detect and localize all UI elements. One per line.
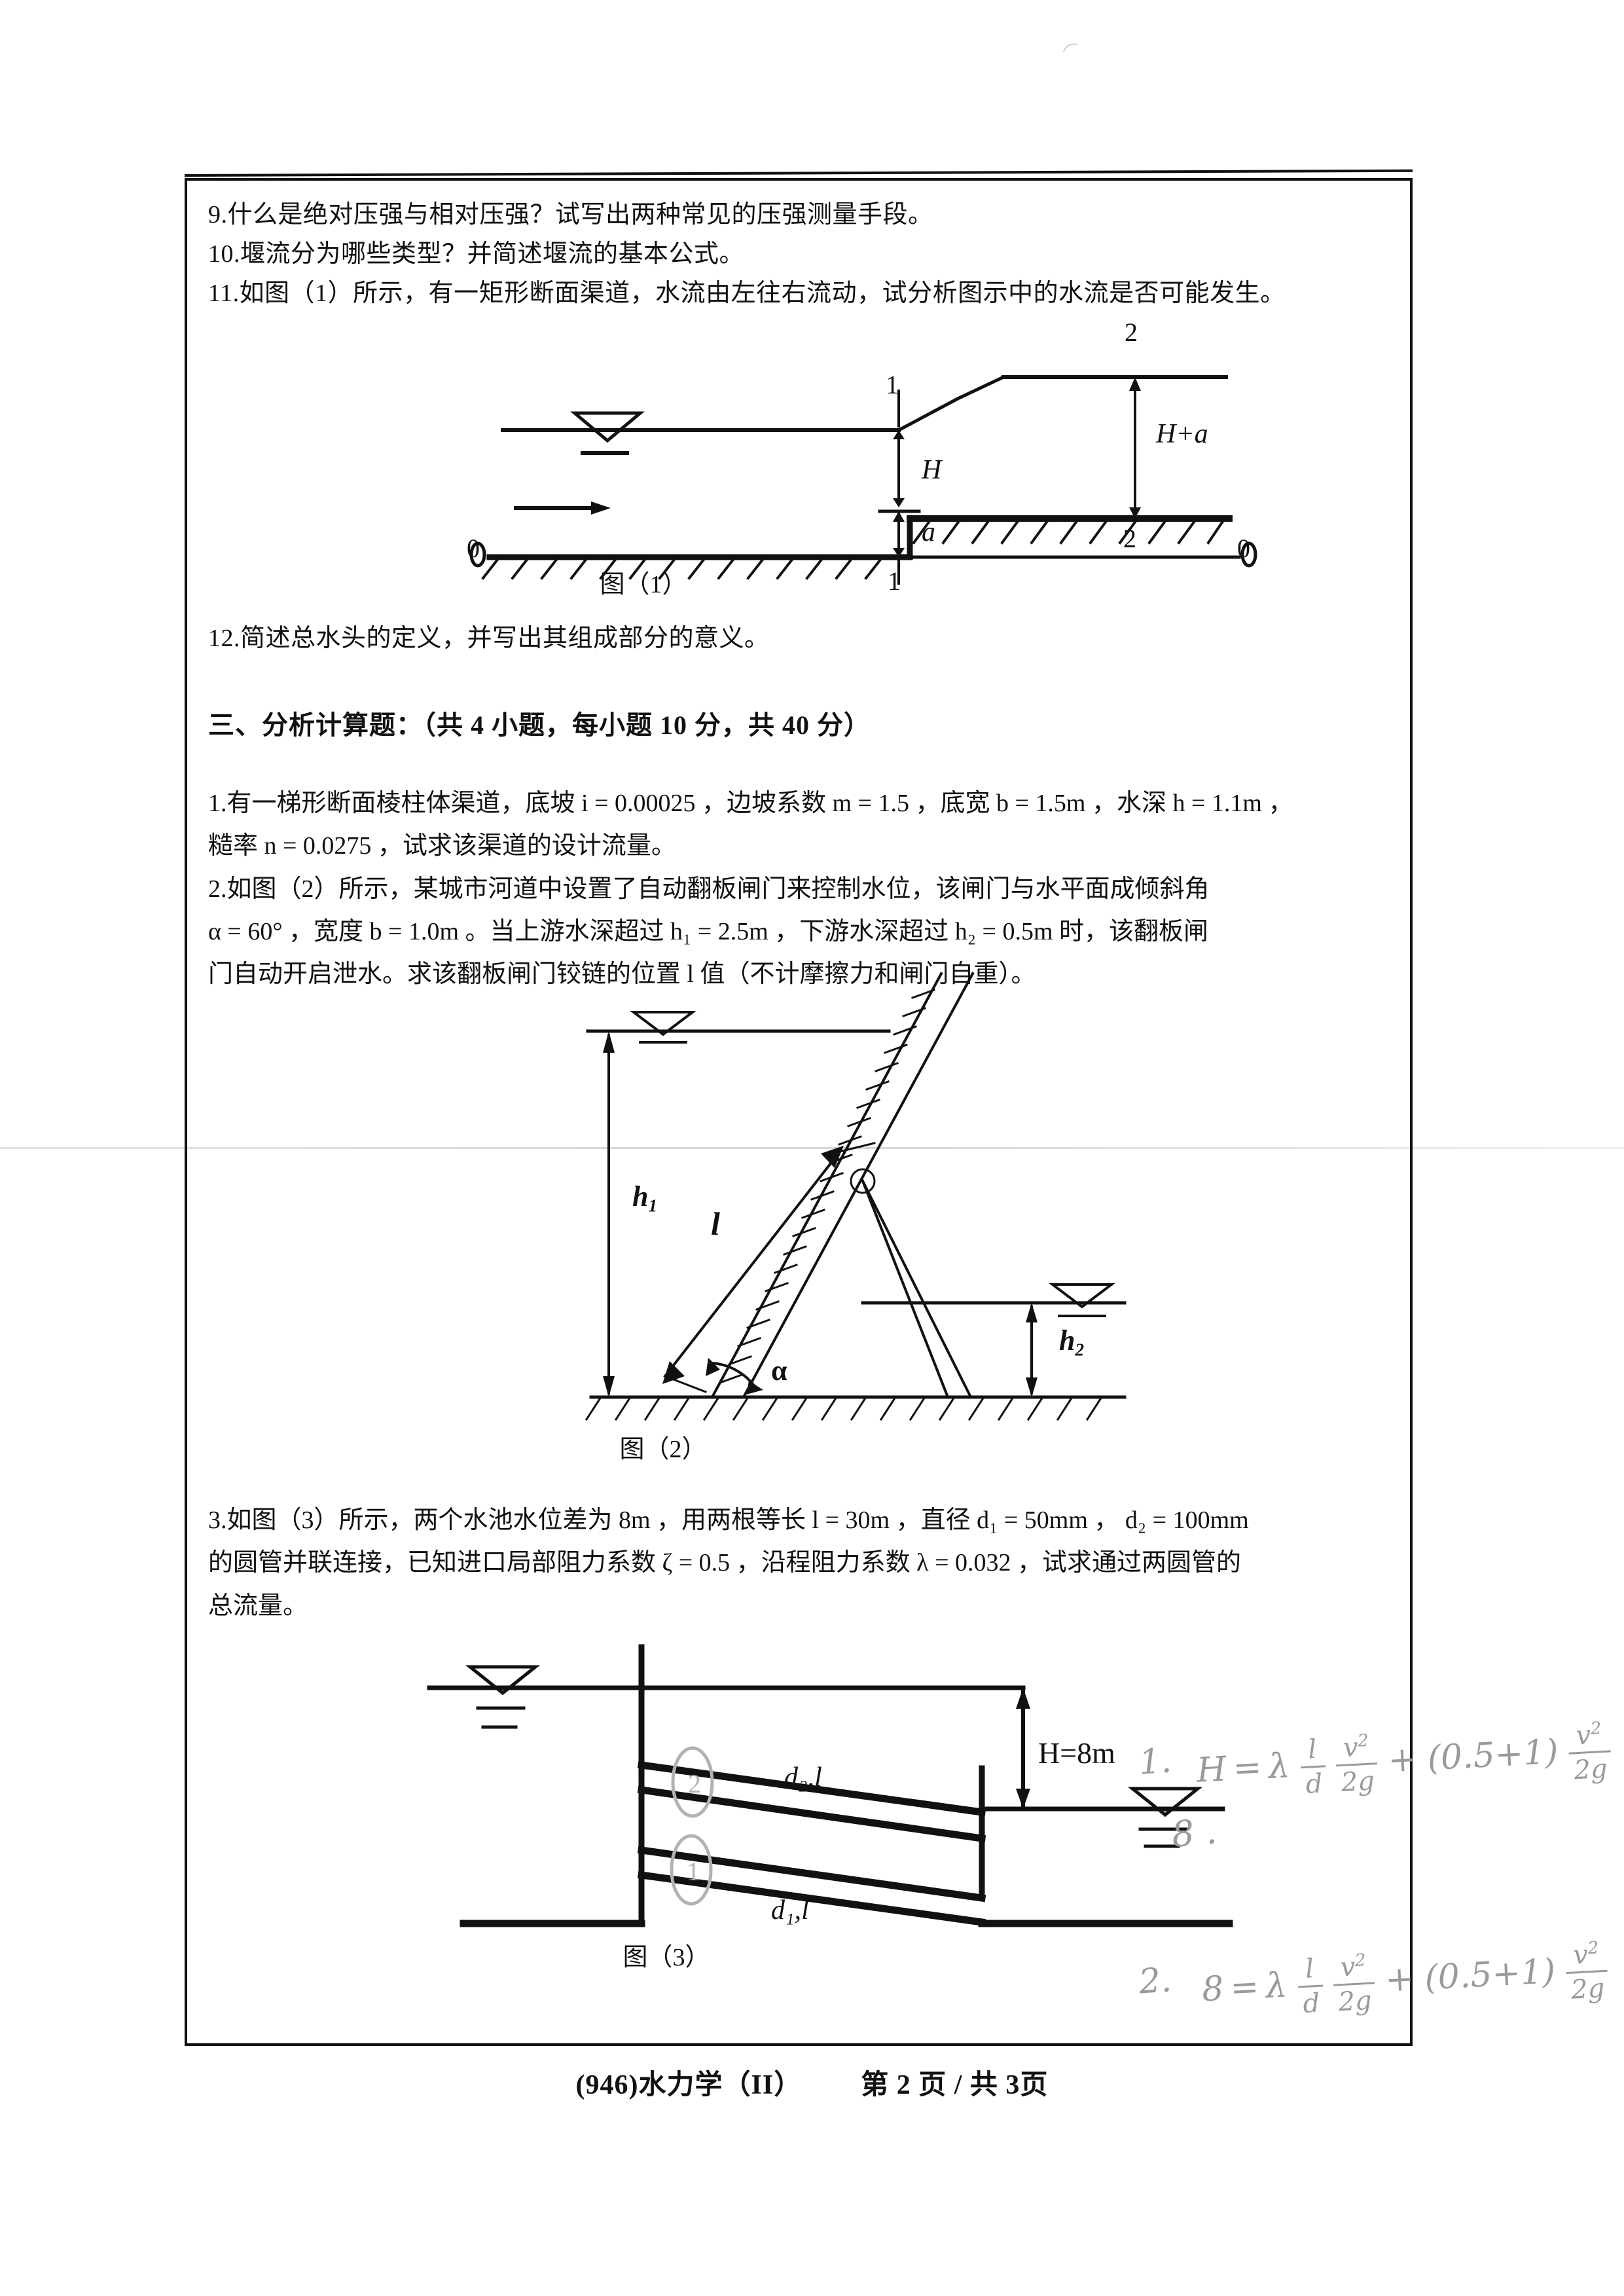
problem-1-line-2: 糙率 n = 0.0275 ，试求该渠道的设计流量。 xyxy=(208,825,1393,867)
footer-page-mid: 页 / 共 xyxy=(918,2070,998,2100)
footer-page-suffix: 页 xyxy=(1020,2070,1049,2100)
problem-2-line-2: α = 60° ，宽度 b = 1.0m 。当上游水深超过 h₁ = 2.5m … xyxy=(208,911,1393,953)
footer-page-number: 2 xyxy=(896,2070,911,2100)
figure-2-label-h2-sub: 2 xyxy=(1075,1339,1085,1360)
figure-3-label-pipe-2: d₂,l xyxy=(784,1762,822,1793)
problem-1-text-line-1: 有一梯形断面棱柱体渠道，底坡 i = 0.00025 ，边坡系数 m = 1.5… xyxy=(226,790,1293,817)
figure-2-label-gate-length-l: l xyxy=(711,1205,720,1242)
question-9: 9.什么是绝对压强与相对压强？试写出两种常见的压强测量手段。 xyxy=(208,196,1393,234)
question-12-number: 12. xyxy=(208,625,240,653)
exam-content-border xyxy=(185,178,1413,2046)
figure-3-parallel-pipes: 2 1 H=8m d₂,l d₁,l 图（3） xyxy=(208,1628,1393,1981)
problem-3-line-3: 总流量。 xyxy=(208,1585,1393,1628)
footer-subject-name: 水力学（II） xyxy=(638,2070,803,2100)
exam-body: 9.什么是绝对压强与相对压强？试写出两种常见的压强测量手段。 10.堰流分为哪些… xyxy=(208,196,1393,1981)
figure-1-label-datum-left: 0 xyxy=(467,534,480,564)
question-9-text: 什么是绝对压强与相对压强？试写出两种常见的压强测量手段。 xyxy=(227,201,933,228)
figure-3-drawing: 2 1 xyxy=(427,1644,1233,1927)
figure-1-channel-step: 1 2 1 2 H a H+a 0 0 图（1） xyxy=(208,314,1393,598)
question-10-text: 堰流分为哪些类型？并简述堰流的基本公式。 xyxy=(240,240,745,268)
problem-2-text-line-3: 门自动开启泄水。求该翻板闸门铰链的位置 l 值（不计摩擦力和闸门自重）。 xyxy=(208,960,1036,989)
problem-2-line-1: 2.如图（2）所示，某城市河道中设置了自动翻板闸门来控制水位，该闸门与水平面成倾… xyxy=(208,868,1393,911)
footer-total-pages: 3 xyxy=(1005,2070,1020,2100)
figure-2-label-h1-sub: 1 xyxy=(648,1195,658,1216)
figure-3-label-pipe-1: d₁,l xyxy=(771,1895,809,1925)
question-9-number: 9. xyxy=(208,201,228,228)
figure-1-label-step-a: a xyxy=(922,517,935,548)
figure-2-label-angle-alpha: α xyxy=(771,1354,787,1387)
problem-3-text-line-2: 的圆管并联连接，已知进口局部阻力系数 ζ = 0.5 ，沿程阻力系数 λ = 0… xyxy=(208,1549,1242,1577)
svg-text:1: 1 xyxy=(687,1857,700,1886)
question-11: 11.如图（1）所示，有一矩形断面渠道，水流由左往右流动，试分析图示中的水流是否… xyxy=(208,275,1393,313)
problem-2-line-3: 门自动开启泄水。求该翻板闸门铰链的位置 l 值（不计摩擦力和闸门自重）。 xyxy=(208,953,1393,996)
problem-3-line-2: 的圆管并联连接，已知进口局部阻力系数 ζ = 0.5 ，沿程阻力系数 λ = 0… xyxy=(208,1542,1393,1584)
problem-3-text-line-3: 总流量。 xyxy=(208,1592,308,1620)
figure-1-label-section-1-bottom: 1 xyxy=(888,566,901,596)
figure-2-label-h1-base: h xyxy=(632,1180,649,1212)
problem-3-line-1: 3.如图（3）所示，两个水池水位差为 8m ，用两根等长 l = 30m ，直径… xyxy=(208,1499,1393,1542)
figure-3-label-head-difference: H=8m xyxy=(1038,1736,1115,1770)
problem-1-number: 1. xyxy=(208,790,227,817)
page-footer: (946)水力学（II） 第 2 页 / 共 3页 xyxy=(0,2062,1624,2102)
figure-1-label-section-2-top: 2 xyxy=(1125,318,1138,348)
footer-subject-code: (946) xyxy=(575,2070,639,2100)
figure-2-label-h2: h2 xyxy=(1059,1324,1084,1360)
figure-1-caption: 图（1） xyxy=(600,571,687,599)
question-10: 10.堰流分为哪些类型？并简述堰流的基本公式。 xyxy=(208,236,1393,274)
figure-2-drawing xyxy=(585,972,1127,1421)
figure-1-label-depth-H: H xyxy=(922,455,942,486)
figure-1-label-depth-H-plus-a: H+a xyxy=(1156,419,1208,450)
question-10-number: 10. xyxy=(208,240,240,268)
problem-2-number: 2. xyxy=(208,875,227,903)
question-12-text: 简述总水头的定义，并写出其组成部分的意义。 xyxy=(240,625,770,653)
problem-2-text-line-1: 如图（2）所示，某城市河道中设置了自动翻板闸门来控制水位，该闸门与水平面成倾斜角 xyxy=(226,875,1210,903)
question-11-number: 11. xyxy=(208,279,240,307)
problem-1-text-line-2: 糙率 n = 0.0275 ，试求该渠道的设计流量。 xyxy=(208,832,676,860)
question-11-text: 如图（1）所示，有一矩形断面渠道，水流由左往右流动，试分析图示中的水流是否可能发… xyxy=(239,279,1286,307)
figure-2-flap-gate: h1 h2 l α 图（2） xyxy=(208,972,1393,1481)
figure-2-label-h2-base: h xyxy=(1059,1324,1075,1357)
footer-page-prefix: 第 xyxy=(861,2070,890,2100)
figure-2-caption: 图（2） xyxy=(619,1435,707,1463)
svg-text:2: 2 xyxy=(688,1769,701,1798)
problem-2-text-line-2: α = 60° ，宽度 b = 1.0m 。当上游水深超过 h₁ = 2.5m … xyxy=(208,918,1208,946)
section-heading-analysis-problems: 三、分析计算题：（共 4 小题，每小题 10 分，共 40 分） xyxy=(208,710,871,740)
scan-smudge: ⌒ xyxy=(1060,40,1085,65)
problem-3-text-line-1: 如图（3）所示，两个水池水位差为 8m ，用两根等长 l = 30m ，直径 d… xyxy=(226,1506,1249,1534)
figure-1-label-datum-right: 0 xyxy=(1237,534,1250,564)
problem-3-number: 3. xyxy=(208,1506,227,1534)
figure-2-label-h1: h1 xyxy=(632,1180,657,1216)
figure-1-label-section-2-bottom: 2 xyxy=(1123,524,1136,554)
figure-1-label-section-1-top: 1 xyxy=(886,370,899,400)
figure-1-drawing xyxy=(469,374,1257,585)
problem-1-line-1: 1.有一梯形断面棱柱体渠道，底坡 i = 0.00025 ，边坡系数 m = 1… xyxy=(208,782,1393,825)
figure-3-caption: 图（3） xyxy=(623,1943,710,1971)
question-12: 12.简述总水头的定义，并写出其组成部分的意义。 xyxy=(208,620,1393,658)
